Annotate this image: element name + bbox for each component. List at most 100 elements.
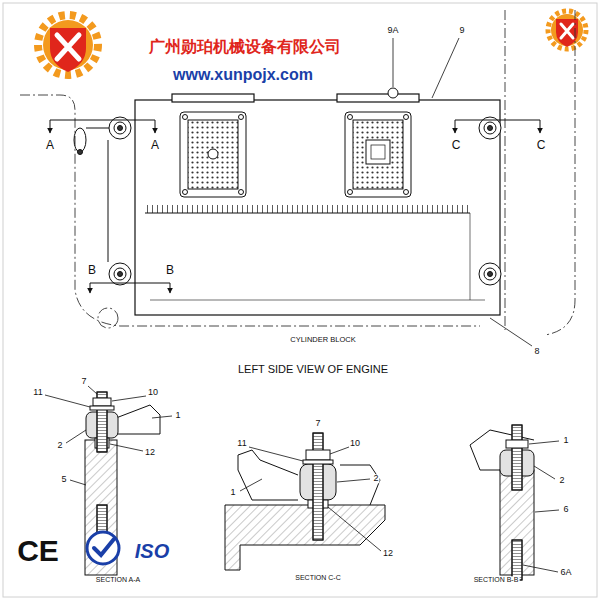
company-logo [551,14,583,46]
callout-number: 8 [533,347,540,356]
mount [388,88,398,98]
section-marker [90,283,170,284]
section-view [90,406,114,410]
connector [371,145,385,159]
leader-line [45,395,90,407]
iso-mark: ISO [134,541,170,562]
callout-number: 2 [56,441,63,450]
mount [479,263,501,285]
ground-strap [86,128,109,129]
connector [404,190,409,195]
connector [180,112,246,197]
section-marker [50,120,51,133]
connector [348,190,353,195]
engine-outline [20,10,575,335]
connector [183,115,188,120]
callout-number: 10 [147,388,159,397]
connector [345,112,411,197]
leader-line [240,447,381,551]
section-view [225,505,385,570]
company-logo [561,24,573,38]
callout-number: 9A [386,26,399,35]
iso-logo [94,539,114,555]
engine-outline [505,10,506,330]
connector [188,120,238,189]
mount [488,126,493,131]
connector [183,190,188,195]
connector [404,115,409,120]
callout-number: 2 [558,476,565,485]
ground-strap [78,150,83,155]
company-logo [38,15,98,75]
leader-line [112,396,146,401]
mount [108,88,501,285]
section-view [303,460,333,464]
leader-line [432,38,459,98]
ce-mark: CE [16,535,60,567]
cooling-fins [145,205,470,213]
section-letter: C [451,139,462,152]
leader-line [534,466,555,479]
section-view [313,433,323,540]
leader-line [535,510,559,512]
ecm-plate [337,94,419,102]
leader-line [330,447,349,454]
callout-number: 6 [562,505,569,514]
leader-line [337,479,370,482]
section-view [506,440,528,448]
section-marker [540,120,541,133]
section-view [116,405,160,434]
section-letter: C [536,139,547,152]
connector [239,115,244,120]
engine-outline [545,10,575,335]
section-marker [50,120,540,293]
section-view [340,465,380,505]
leader-line [249,447,303,461]
mount [114,122,126,134]
section-letter: A [150,139,160,152]
callout-number: 7 [80,377,87,386]
leader-line [88,386,97,394]
connector [348,115,353,120]
connector [345,112,411,197]
section-view [313,433,323,540]
leader-line [45,386,172,485]
company-logo [50,28,86,72]
iso-logo [87,532,119,564]
watermark: www.xunpojx.com [172,67,314,84]
callout-number: 1 [229,488,236,497]
mount [109,263,131,285]
engine-outline [98,308,118,328]
callout-number: 6A [559,568,572,577]
leader-line [240,479,262,491]
connector [239,190,244,195]
ecm-plate [150,300,485,301]
mount [484,122,496,134]
section-view [512,425,522,490]
callout-number: 7 [314,419,321,428]
callout-number: 2 [372,474,379,483]
section-marker [455,120,540,121]
callout-number: 5 [60,475,67,484]
section-marker [50,120,155,121]
section-marker [90,283,91,293]
section-letter: B [165,264,175,277]
leader-line [529,441,559,444]
callout-number: 12 [144,448,156,457]
leader-line [393,38,394,87]
section-view [93,398,111,406]
part-name: CYLINDER BLOCK [289,336,356,344]
leader-line [66,430,86,443]
section-view [512,540,522,580]
callout-number: 11 [32,388,43,397]
company-logo [57,35,79,59]
ecm-plate [470,213,471,300]
section-marker [455,120,456,133]
view-title: LEFT SIDE VIEW OF ENGINE [237,364,389,376]
company-logo [548,11,586,49]
leader-line [393,38,532,346]
leader-line [328,507,381,551]
leader-line [490,318,532,346]
